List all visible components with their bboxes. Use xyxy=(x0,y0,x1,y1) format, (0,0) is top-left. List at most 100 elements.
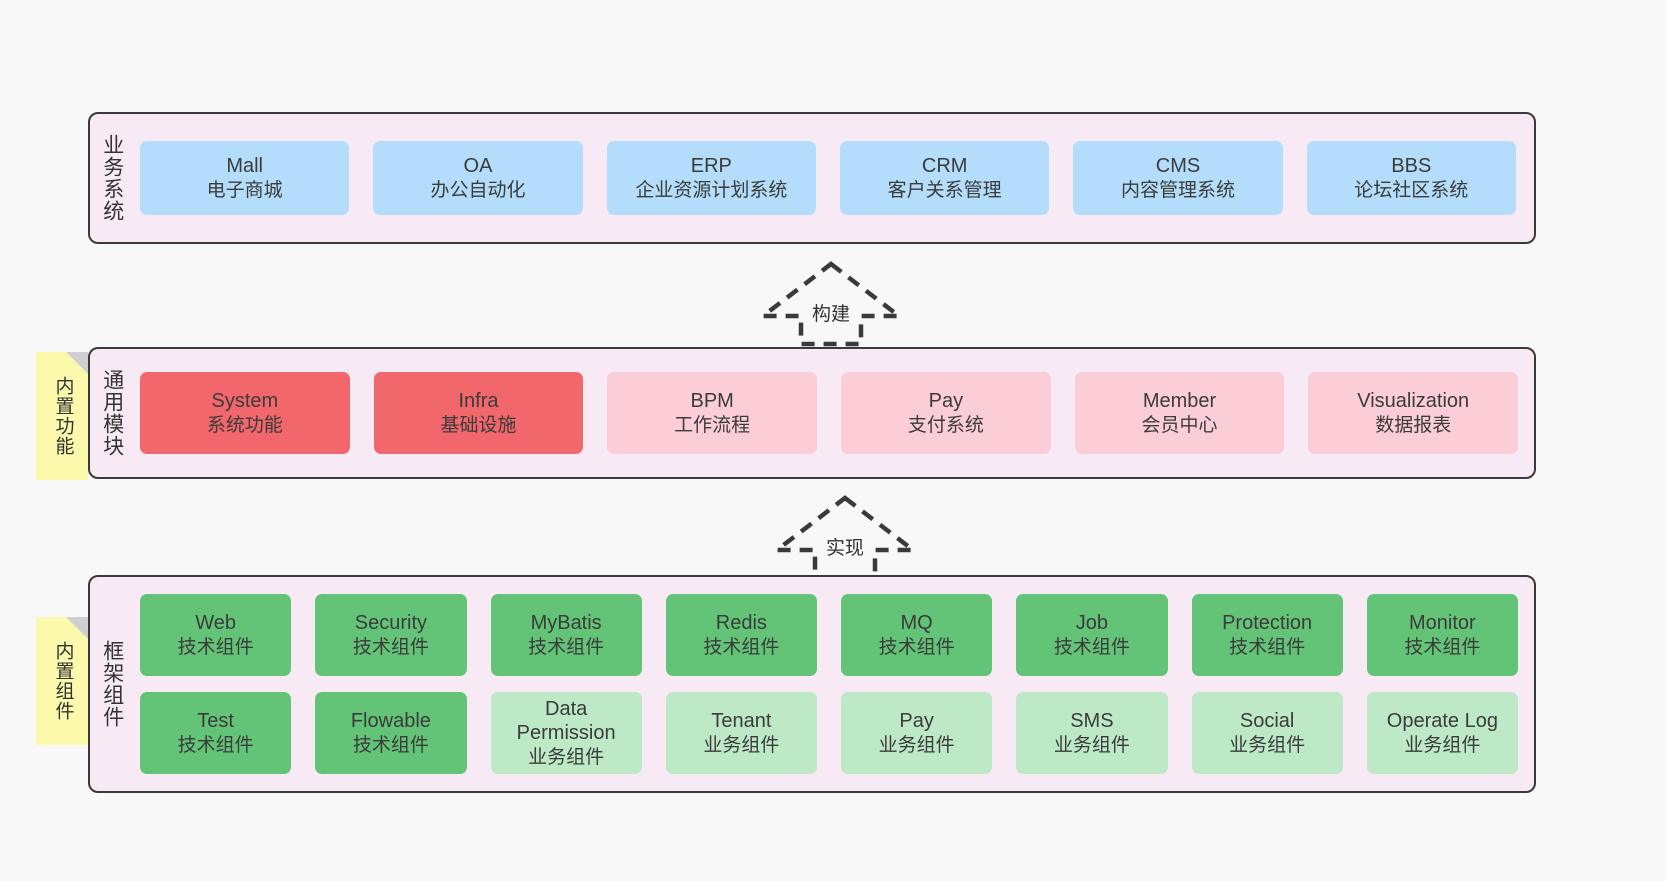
card-subtitle: 基础设施 xyxy=(440,414,517,436)
card-title: ERP xyxy=(690,155,732,178)
card-title: Operate Log xyxy=(1386,710,1498,733)
card-subtitle: 论坛社区系统 xyxy=(1354,179,1469,201)
card-tenant[interactable]: Tenant 业务组件 xyxy=(665,692,817,774)
card-oa[interactable]: OA 办公自动化 xyxy=(373,141,583,215)
card-subtitle: 支付系统 xyxy=(907,414,984,436)
card-subtitle: 业务组件 xyxy=(1053,734,1130,756)
card-sms[interactable]: SMS 业务组件 xyxy=(1016,692,1168,774)
sticky-note-builtin-components: 内置组件 xyxy=(36,617,88,745)
card-erp[interactable]: ERP 企业资源计划系统 xyxy=(606,141,816,215)
card-row: Web 技术组件 Security 技术组件 MyBatis 技术组件 Redi… xyxy=(140,594,1518,676)
card-title: Job xyxy=(1075,612,1108,635)
layer-title-business: 业务系统 xyxy=(100,134,124,222)
card-title: MyBatis xyxy=(530,612,602,635)
card-title: Visualization xyxy=(1357,390,1470,413)
card-cms[interactable]: CMS 内容管理系统 xyxy=(1073,141,1283,215)
card-title: Data Permission xyxy=(516,698,616,745)
layer-business-systems: 业务系统 Mall 电子商城 OA 办公自动化 ERP 企业资源计划系统 CRM… xyxy=(88,112,1536,244)
card-subtitle: 技术组件 xyxy=(352,636,429,658)
card-visualization[interactable]: Visualization 数据报表 xyxy=(1308,372,1519,454)
sticky-note-label: 内置组件 xyxy=(52,641,74,721)
card-subtitle: 业务组件 xyxy=(1404,734,1481,756)
card-web[interactable]: Web 技术组件 xyxy=(140,594,292,676)
card-subtitle: 技术组件 xyxy=(703,636,780,658)
card-subtitle: 业务组件 xyxy=(1229,734,1306,756)
sticky-note-builtin-features: 内置功能 xyxy=(36,352,88,480)
card-title: Mall xyxy=(226,155,263,178)
arrow-build: 构建 xyxy=(756,258,906,348)
card-subtitle: 工作流程 xyxy=(674,414,751,436)
card-subtitle: 技术组件 xyxy=(528,636,605,658)
card-title: Pay xyxy=(899,710,934,733)
card-title: Test xyxy=(197,710,234,733)
card-subtitle: 技术组件 xyxy=(1053,636,1130,658)
card-subtitle: 内容管理系统 xyxy=(1120,179,1235,201)
card-security[interactable]: Security 技术组件 xyxy=(315,594,467,676)
card-bbs[interactable]: BBS 论坛社区系统 xyxy=(1306,141,1516,215)
card-mybatis[interactable]: MyBatis 技术组件 xyxy=(490,594,642,676)
layer-title-framework: 框架组件 xyxy=(100,640,124,728)
card-title: Security xyxy=(354,612,427,635)
layer-framework-components: 框架组件 Web 技术组件 Security 技术组件 MyBatis 技术组件… xyxy=(88,575,1536,793)
card-title: BBS xyxy=(1391,155,1432,178)
card-crm[interactable]: CRM 客户关系管理 xyxy=(839,141,1050,215)
card-subtitle: 业务组件 xyxy=(528,746,605,768)
card-monitor[interactable]: Monitor 技术组件 xyxy=(1366,594,1518,676)
card-infra[interactable]: Infra 基础设施 xyxy=(373,372,584,454)
card-operate-log[interactable]: Operate Log 业务组件 xyxy=(1366,692,1518,774)
card-title: Member xyxy=(1142,390,1217,413)
card-subtitle: 技术组件 xyxy=(177,636,254,658)
dashed-block-arrow-up-icon xyxy=(756,261,906,347)
card-mall[interactable]: Mall 电子商城 xyxy=(140,141,350,215)
layer-body-common: System 系统功能 Infra 基础设施 BPM 工作流程 Pay 支付系统… xyxy=(134,349,1534,477)
card-title: Infra xyxy=(458,390,499,413)
card-pay-component[interactable]: Pay 业务组件 xyxy=(841,692,993,774)
layer-body-framework: Web 技术组件 Security 技术组件 MyBatis 技术组件 Redi… xyxy=(134,577,1534,791)
card-subtitle: 办公自动化 xyxy=(430,179,526,201)
card-mq[interactable]: MQ 技术组件 xyxy=(841,594,993,676)
card-subtitle: 业务组件 xyxy=(878,734,955,756)
card-title: CMS xyxy=(1155,155,1201,178)
card-subtitle: 系统功能 xyxy=(206,414,283,436)
card-subtitle: 技术组件 xyxy=(1229,636,1306,658)
card-subtitle: 客户关系管理 xyxy=(887,179,1002,201)
card-subtitle: 电子商城 xyxy=(206,179,283,201)
arrow-implement: 实现 xyxy=(770,492,920,582)
card-title: Protection xyxy=(1222,612,1313,635)
card-title: Tenant xyxy=(711,710,772,733)
card-flowable[interactable]: Flowable 技术组件 xyxy=(315,692,467,774)
card-title: Flowable xyxy=(350,710,431,733)
card-protection[interactable]: Protection 技术组件 xyxy=(1191,594,1343,676)
card-test[interactable]: Test 技术组件 xyxy=(140,692,292,774)
card-subtitle: 业务组件 xyxy=(703,734,780,756)
card-subtitle: 会员中心 xyxy=(1141,414,1218,436)
folded-corner-icon xyxy=(66,352,88,374)
layer-body-business: Mall 电子商城 OA 办公自动化 ERP 企业资源计划系统 CRM 客户关系… xyxy=(134,114,1534,242)
card-title: Web xyxy=(195,612,236,635)
card-member[interactable]: Member 会员中心 xyxy=(1074,372,1285,454)
dashed-block-arrow-up-icon xyxy=(770,495,920,581)
sticky-note-label: 内置功能 xyxy=(52,376,74,456)
card-subtitle: 数据报表 xyxy=(1375,414,1452,436)
card-social[interactable]: Social 业务组件 xyxy=(1191,692,1343,774)
card-bpm[interactable]: BPM 工作流程 xyxy=(607,372,818,454)
card-subtitle: 技术组件 xyxy=(352,734,429,756)
card-job[interactable]: Job 技术组件 xyxy=(1016,594,1168,676)
card-subtitle: 技术组件 xyxy=(1404,636,1481,658)
card-title: Monitor xyxy=(1409,612,1476,635)
card-pay-module[interactable]: Pay 支付系统 xyxy=(841,372,1051,454)
card-redis[interactable]: Redis 技术组件 xyxy=(665,594,817,676)
card-system[interactable]: System 系统功能 xyxy=(140,372,350,454)
card-title: CRM xyxy=(921,155,968,178)
card-title: MQ xyxy=(900,612,933,635)
card-title: System xyxy=(211,390,279,413)
folded-corner-icon xyxy=(66,617,88,639)
card-subtitle: 技术组件 xyxy=(177,734,254,756)
card-title: Social xyxy=(1239,710,1295,733)
card-data-permission[interactable]: Data Permission 业务组件 xyxy=(490,692,642,774)
card-title: Redis xyxy=(715,612,767,635)
card-title: Pay xyxy=(928,390,964,413)
layer-common-modules: 通用模块 System 系统功能 Infra 基础设施 BPM 工作流程 Pay… xyxy=(88,347,1536,479)
card-row: Mall 电子商城 OA 办公自动化 ERP 企业资源计划系统 CRM 客户关系… xyxy=(140,141,1516,215)
